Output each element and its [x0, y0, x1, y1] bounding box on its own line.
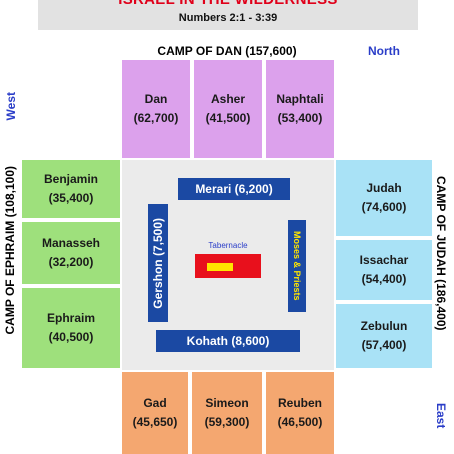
- west-label: West: [4, 92, 18, 121]
- tribe-name: Judah: [366, 181, 402, 195]
- tribe-name: Dan: [144, 92, 168, 106]
- tribe-name: Zebulun: [360, 319, 408, 333]
- camp-judah-label: CAMP OF JUDAH (186,400): [434, 176, 448, 331]
- levite-gershon-label: Gershon (7,500): [151, 217, 165, 309]
- tribe-issachar: Issachar (54,400): [336, 240, 432, 300]
- camp-ephraim-label: CAMP OF EPHRAIM (108,100): [3, 166, 17, 335]
- tribe-name: Naphtali: [276, 92, 324, 106]
- tribe-manasseh: Manasseh (32,200): [22, 222, 120, 284]
- levite-merari: Merari (6,200): [178, 178, 290, 200]
- tribe-benjamin: Benjamin (35,400): [22, 160, 120, 218]
- tribe-asher: Asher (41,500): [194, 60, 262, 158]
- tribe-reuben: Reuben (46,500): [266, 372, 334, 454]
- tribe-zebulun: Zebulun (57,400): [336, 304, 432, 368]
- tribe-count: (57,400): [361, 338, 407, 352]
- north-label: North: [368, 44, 400, 58]
- tribe-ephraim: Ephraim (40,500): [22, 288, 120, 368]
- tribe-count: (32,200): [48, 255, 94, 269]
- tribe-count: (74,600): [361, 200, 407, 214]
- tribe-gad: Gad (45,650): [122, 372, 188, 454]
- levite-gershon: Gershon (7,500): [148, 204, 168, 322]
- levite-kohath: Kohath (8,600): [156, 330, 300, 352]
- tribe-count: (35,400): [48, 191, 94, 205]
- diagram-subtitle: Numbers 2:1 - 3:39: [178, 12, 278, 24]
- tribe-name: Benjamin: [43, 172, 98, 186]
- tribe-count: (62,700): [133, 111, 179, 125]
- tribe-count: (53,400): [277, 111, 323, 125]
- camp-dan-label: CAMP OF DAN (157,600): [157, 44, 297, 58]
- tribe-name: Simeon: [205, 396, 249, 410]
- ark-of-covenant: [207, 263, 233, 271]
- header-banner: [38, 0, 418, 30]
- tribe-dan: Dan (62,700): [122, 60, 190, 158]
- east-label: East: [434, 403, 448, 429]
- tribe-count: (45,650): [132, 415, 178, 429]
- tribe-count: (54,400): [361, 272, 407, 286]
- tribe-name: Asher: [210, 92, 245, 106]
- tribe-name: Ephraim: [46, 311, 95, 325]
- tribe-naphtali: Naphtali (53,400): [266, 60, 334, 158]
- tribe-count: (59,300): [204, 415, 250, 429]
- tribe-name: Gad: [143, 396, 167, 410]
- tribe-count: (46,500): [277, 415, 323, 429]
- tribe-judah: Judah (74,600): [336, 160, 432, 236]
- tabernacle-label: Tabernacle: [208, 241, 248, 250]
- tribe-name: Issachar: [359, 253, 409, 267]
- moses-and-priests: Moses & Priests: [288, 220, 306, 312]
- moses-label: Moses & Priests: [292, 231, 302, 301]
- tribe-count: (40,500): [48, 330, 94, 344]
- tribe-name: Manasseh: [41, 236, 101, 250]
- tribe-count: (41,500): [205, 111, 251, 125]
- tribe-simeon: Simeon (59,300): [192, 372, 262, 454]
- tribe-name: Reuben: [277, 396, 322, 410]
- diagram-title: ISRAEL IN THE WILDERNESS: [38, 0, 418, 8]
